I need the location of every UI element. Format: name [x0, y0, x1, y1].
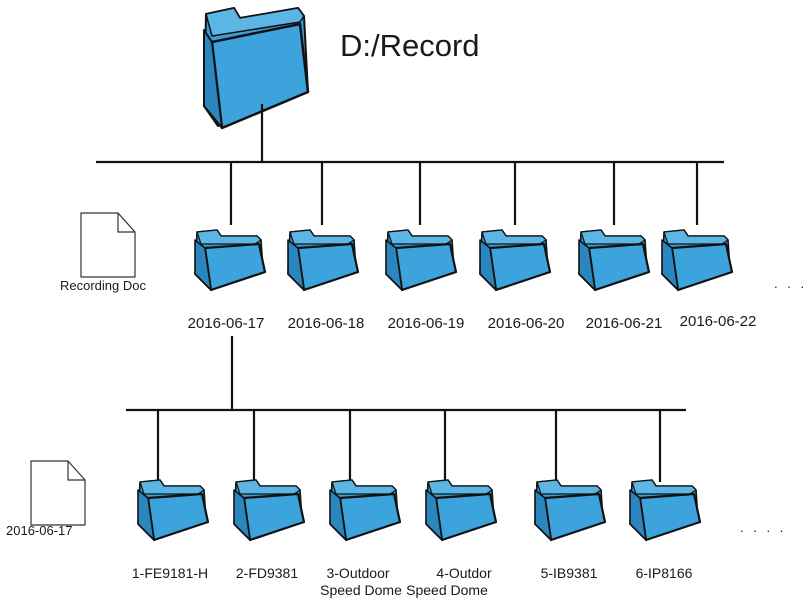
- camera-folder-3-icon[interactable]: [328, 478, 402, 542]
- date-folder-label[interactable]: 2016-06-17: [187, 315, 265, 332]
- tree-connector-level2: [126, 336, 686, 482]
- date-folder-2016-06-22-icon[interactable]: [660, 228, 734, 292]
- tree-connector-level1: [96, 104, 724, 225]
- camera-folder-label[interactable]: 6-IP8166: [635, 565, 693, 581]
- date-folder-2016-06-20-icon[interactable]: [478, 228, 552, 292]
- recording-doc-icon: [80, 212, 136, 278]
- camera-folder-label[interactable]: 5-IB9381: [540, 565, 598, 581]
- camera-folder-4-icon[interactable]: [424, 478, 498, 542]
- date-folder-label[interactable]: 2016-06-21: [585, 315, 663, 332]
- date-folder-label[interactable]: 2016-06-20: [487, 315, 565, 332]
- camera-folder-label[interactable]: 1-FE9181-H: [131, 565, 209, 581]
- camera-folder-1-icon[interactable]: [136, 478, 210, 542]
- date-folder-2016-06-18-icon[interactable]: [286, 228, 360, 292]
- camera-folder-label-line2: Speed Dome: [406, 582, 488, 598]
- date-doc-label: 2016-06-17: [6, 523, 73, 538]
- camera-folder-label[interactable]: 3-Outdoor: [326, 565, 389, 582]
- date-folder-2016-06-17-icon[interactable]: [193, 228, 267, 292]
- camera-folder-5-icon[interactable]: [533, 478, 607, 542]
- date-doc-icon: [30, 460, 86, 526]
- camera-folder-label[interactable]: 4-Outdor: [436, 565, 491, 582]
- date-folder-label[interactable]: 2016-06-22: [679, 313, 757, 330]
- date-folder-label[interactable]: 2016-06-18: [287, 315, 365, 332]
- camera-folder-label-line1: 4-Outdor: [436, 565, 492, 581]
- more-dates-ellipsis: . . .: [774, 276, 804, 291]
- date-folder-2016-06-21-icon[interactable]: [577, 228, 651, 292]
- recording-doc-label: Recording Doc: [60, 278, 146, 293]
- root-folder-icon[interactable]: [202, 6, 310, 130]
- more-cameras-ellipsis: . . . .: [740, 520, 787, 535]
- camera-folder-label[interactable]: 2-FD9381: [235, 565, 299, 581]
- camera-folder-label-line2: Speed Dome: [320, 582, 402, 598]
- root-folder-label: D:/Record: [340, 28, 480, 63]
- date-folder-2016-06-19-icon[interactable]: [384, 228, 458, 292]
- date-folder-label[interactable]: 2016-06-19: [387, 315, 465, 332]
- camera-folder-label-line1: 3-Outdoor: [326, 565, 390, 581]
- camera-folder-6-icon[interactable]: [628, 478, 702, 542]
- camera-folder-2-icon[interactable]: [232, 478, 306, 542]
